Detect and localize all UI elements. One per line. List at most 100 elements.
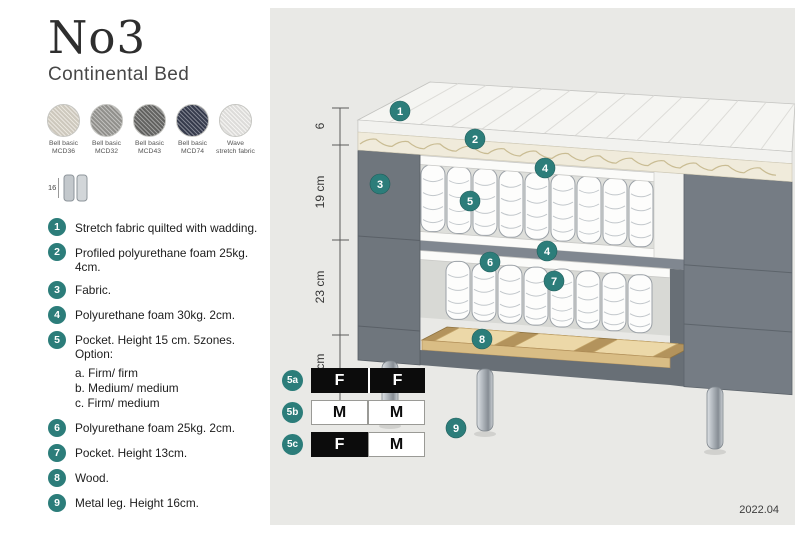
legend-text: Stretch fabric quilted with wadding.	[75, 220, 258, 235]
legend-text: Profiled polyurethane foam 25kg. 4cm.	[75, 245, 249, 274]
page-subtitle: Continental Bed	[48, 64, 190, 86]
legend-item: 6 Polyurethane foam 25kg. 2cm.	[48, 418, 270, 437]
fabric-swatch: Bell basic MCD43	[130, 104, 169, 156]
metal-leg	[476, 368, 494, 432]
legend-item: 4 Polyurethane foam 30kg. 2cm.	[48, 305, 270, 324]
legend-text: Wood.	[75, 471, 109, 486]
fabric-swatch-label: Bell basic MCD36	[48, 140, 79, 156]
fabric-swatch-circle	[47, 104, 80, 138]
svg-text:2: 2	[472, 134, 478, 146]
bed-illustration: 6 19 cm 23 cm 16 cm	[313, 81, 795, 455]
diagram-callouts: 1 2 3 4 5 4 6 7 8 9	[369, 100, 565, 439]
dimension-ruler	[332, 107, 349, 407]
fabric-swatch-circle	[219, 104, 252, 138]
legend-badge: 1	[48, 218, 66, 237]
legend-item: 5 Pocket. Height 15 cm. 5zones. Option:	[48, 330, 270, 362]
firmness-row: 5c F M	[282, 432, 425, 457]
callout-badge: 8	[471, 328, 493, 350]
legend-text: Fabric.	[75, 283, 112, 298]
svg-text:3: 3	[377, 179, 383, 191]
svg-text:1: 1	[397, 106, 403, 118]
callout-badge: 1	[389, 100, 411, 122]
callout-badge: 9	[445, 417, 467, 439]
fabric-swatch-circle	[90, 104, 123, 138]
legend-option: b. Medium/ medium	[75, 381, 179, 396]
legend-item: 7 Pocket. Height 13cm.	[48, 443, 270, 462]
firmness-cell: M	[368, 400, 425, 425]
firmness-row-label: 5b	[282, 402, 303, 423]
legend-text: Pocket. Height 13cm.	[75, 446, 188, 461]
firmness-row: 5a F F	[282, 368, 425, 393]
legend-item: 8 Wood.	[48, 468, 270, 487]
legend-badge: 6	[48, 418, 66, 437]
fabric-swatch-circle	[176, 104, 209, 138]
fabric-swatch-label: Bell basic MCD43	[134, 140, 165, 156]
dimension-labels: 6 19 cm 23 cm 16 cm	[313, 122, 327, 386]
callout-badge: 4	[534, 157, 556, 179]
svg-text:4: 4	[542, 163, 549, 175]
quilt-lines	[388, 83, 795, 150]
fabric-swatch-circle	[133, 104, 166, 138]
callout-badge: 5	[459, 190, 481, 212]
legend-text: Metal leg. Height 16cm.	[75, 496, 199, 511]
firmness-cell: M	[368, 432, 425, 457]
callout-badge: 6	[479, 251, 501, 273]
svg-text:4: 4	[544, 246, 551, 258]
fabric-swatch: Bell basic MCD74	[173, 104, 212, 156]
svg-text:5: 5	[467, 196, 473, 208]
firmness-cells: M M	[311, 400, 425, 425]
legend-badge: 4	[48, 305, 66, 324]
legend-option: c. Firm/ medium	[75, 396, 160, 411]
leg-thumbnail: 16	[48, 171, 270, 205]
callout-badge: 2	[464, 128, 486, 150]
fabric-swatch: Wave stretch fabric	[216, 104, 255, 156]
left-panel: No3 Continental Bed Bell basic MCD36 Bel…	[0, 0, 270, 533]
version-label: 2022.04	[739, 504, 779, 516]
firmness-cells: F M	[311, 432, 425, 457]
legend-item: 2 Profiled polyurethane foam 25kg. 4cm.	[48, 243, 270, 274]
legend-badge: 3	[48, 280, 66, 299]
legend-text: Pocket. Height 15 cm. 5zones. Option:	[75, 333, 235, 362]
fabric-swatch-label: Bell basic MCD74	[177, 140, 208, 156]
fabric-swatch: Bell basic MCD32	[87, 104, 126, 156]
legend-badge: 8	[48, 468, 66, 487]
diagram-panel: 6 19 cm 23 cm 16 cm	[270, 8, 795, 525]
profiled-foam-wave	[359, 138, 777, 176]
firmness-row-label: 5a	[282, 370, 303, 391]
firmness-cells: F F	[311, 368, 425, 393]
right-fabric-face	[683, 173, 793, 396]
firmness-cell: F	[311, 432, 368, 457]
svg-text:7: 7	[551, 276, 557, 288]
callout-badge: 7	[543, 270, 565, 292]
dimension-label: 6	[313, 122, 327, 129]
legend-item: 9 Metal leg. Height 16cm.	[48, 493, 270, 512]
legend-badge: 5	[48, 330, 66, 349]
fabric-swatch-row: Bell basic MCD36 Bell basic MCD32 Bell b…	[44, 104, 270, 156]
svg-text:9: 9	[453, 423, 459, 435]
fabric-swatch-label: Bell basic MCD32	[91, 140, 122, 156]
dimension-label: 23 cm	[313, 271, 327, 304]
fabric-swatch: Bell basic MCD36	[44, 104, 83, 156]
svg-text:8: 8	[479, 334, 485, 346]
legend-text: Polyurethane foam 25kg. 2cm.	[75, 421, 236, 436]
fabric-swatch-label: Wave stretch fabric	[216, 140, 255, 156]
callout-badge: 4	[536, 240, 558, 262]
lower-filler-face	[670, 268, 684, 387]
base-box	[357, 149, 793, 396]
leg-thumbnail-icon	[63, 174, 88, 202]
firmness-row-label: 5c	[282, 434, 303, 455]
svg-text:6: 6	[487, 257, 493, 269]
legend-option: a. Firm/ firm	[75, 366, 138, 381]
leg-thumbnail-label: 16	[48, 178, 60, 199]
page-title: No3	[48, 11, 147, 64]
legend-badge: 2	[48, 243, 66, 262]
metal-leg	[706, 386, 724, 450]
legend-badge: 9	[48, 493, 66, 512]
callout-badge: 3	[369, 173, 391, 195]
legend-list: 1 Stretch fabric quilted with wadding. 2…	[48, 218, 270, 512]
firmness-cell: F	[368, 368, 425, 393]
legend-item: 3 Fabric.	[48, 280, 270, 299]
firmness-table: 5a F F 5b M M 5c F M	[282, 368, 425, 464]
legend-item: 1 Stretch fabric quilted with wadding.	[48, 218, 270, 237]
